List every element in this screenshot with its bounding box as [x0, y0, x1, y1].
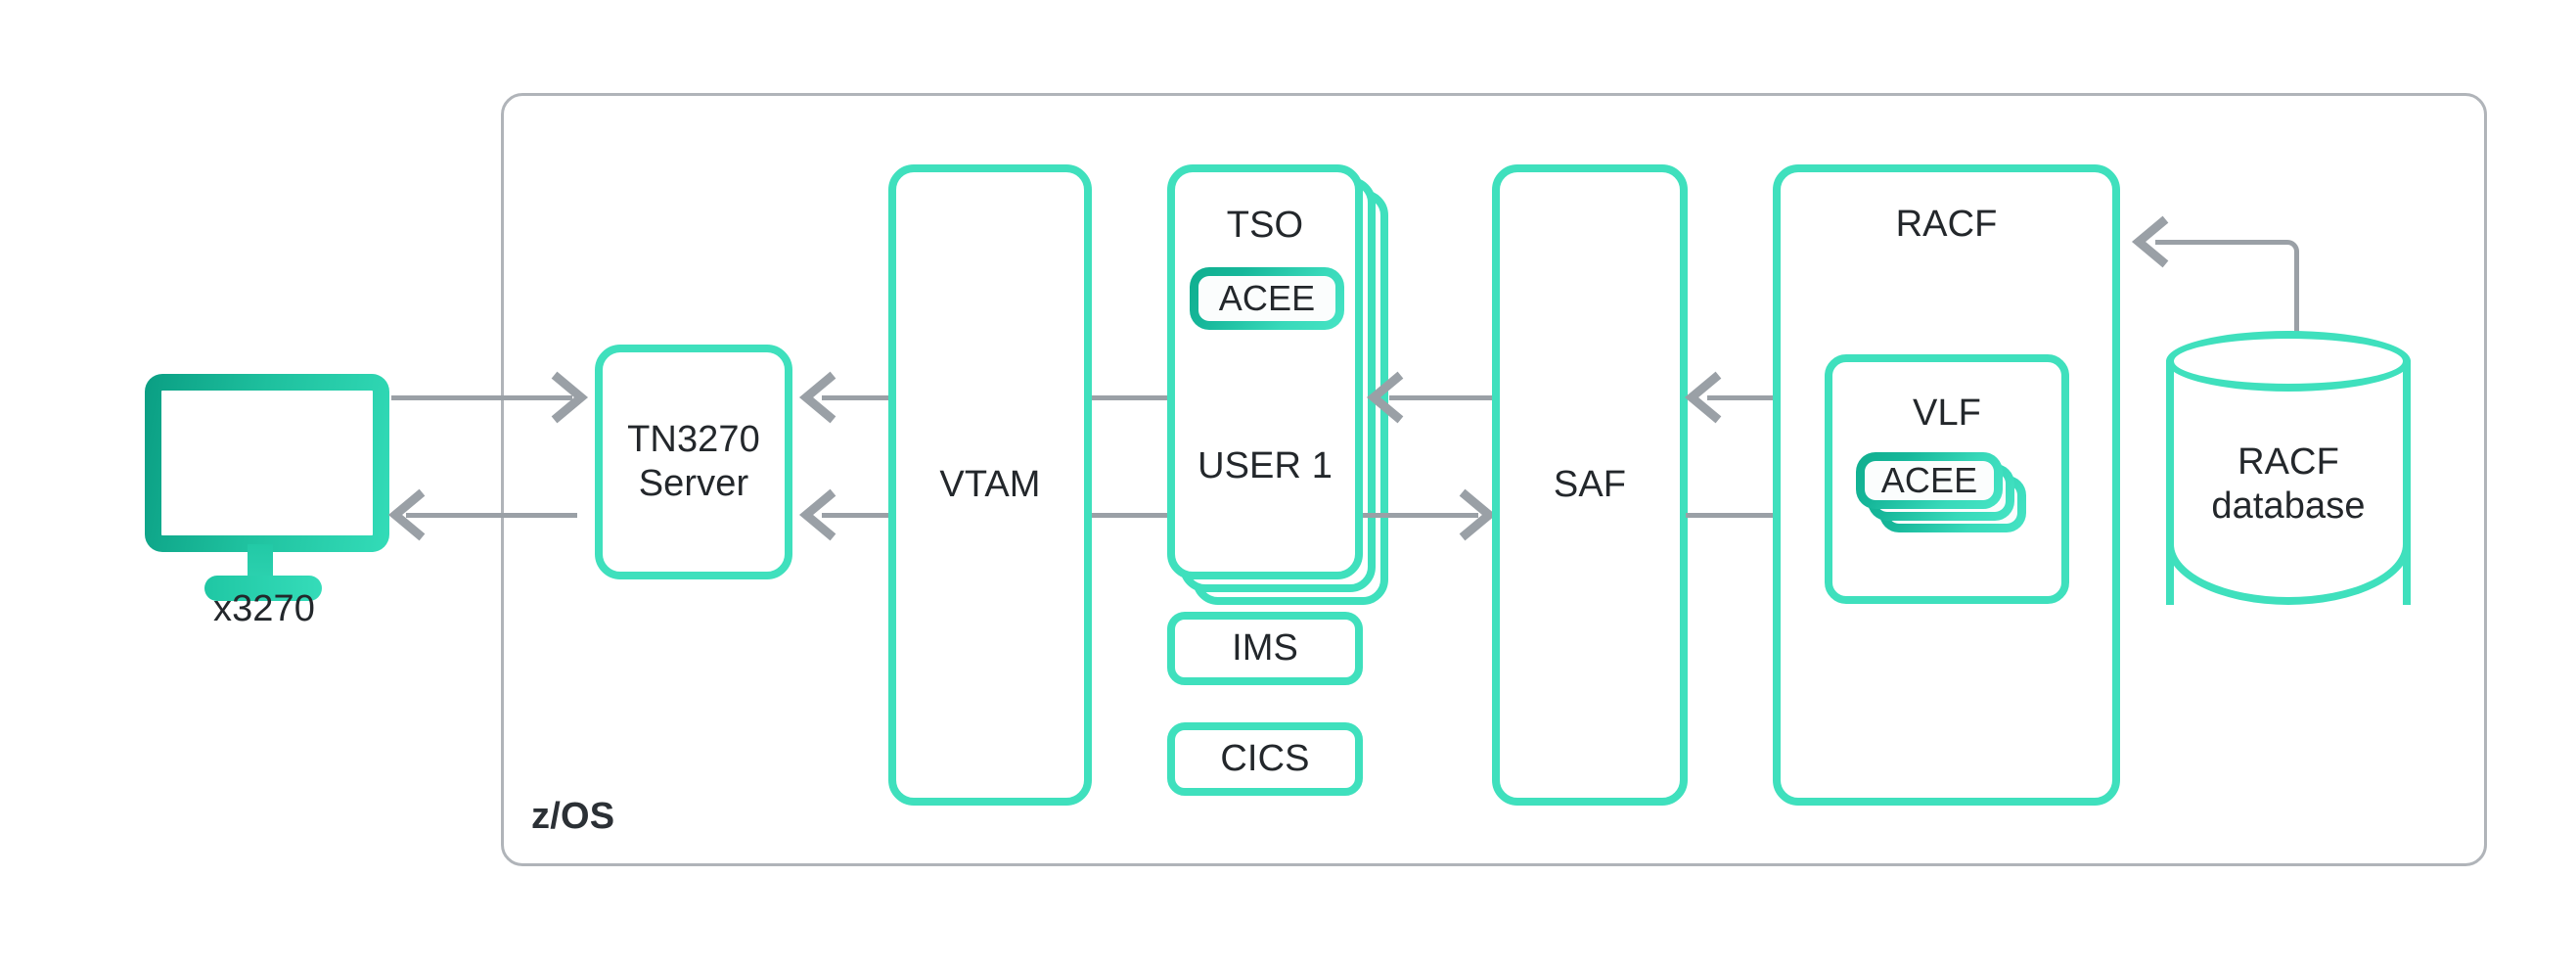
arrow-racfdb-to-racf-head: [2131, 215, 2169, 268]
arrow-saf-to-racf-line: [1686, 513, 1847, 518]
arrow-tn3270-to-client-line: [406, 513, 577, 518]
vlf-box[interactable]: VLF ACEE: [1825, 354, 2069, 604]
vlf-label-wrap: VLF: [1832, 390, 2061, 437]
arrow-racf-to-saf-head: [1684, 371, 1722, 424]
vlf-acee-box[interactable]: ACEE: [1856, 452, 2003, 509]
racf-label-wrap: RACF: [1781, 200, 2112, 249]
vtam-label: VTAM: [939, 464, 1041, 506]
arrow-saf-to-tso-line: [1389, 395, 1495, 400]
cylinder-top-ellipse: [2166, 331, 2411, 392]
arrow-client-to-tn3270-line: [391, 395, 572, 400]
arrow-tn3270-to-client-head: [387, 488, 426, 541]
arrow-tso-to-saf-head: [1459, 488, 1497, 541]
arrow-racfdb-to-racf-elbow: [2278, 240, 2299, 261]
tn3270-server-label: TN3270 Server: [627, 419, 760, 504]
vlf-label: VLF: [1913, 392, 1981, 434]
racf-database-label-wrap: RACF database: [2166, 440, 2411, 529]
tso-user-label-wrap: USER 1: [1175, 444, 1355, 487]
cics-label: CICS: [1220, 738, 1310, 780]
ims-box[interactable]: IMS: [1167, 612, 1363, 685]
racf-label: RACF: [1895, 203, 1998, 245]
racf-database-label: RACF database: [2211, 441, 2366, 527]
vlf-acee-label: ACEE: [1880, 459, 1978, 500]
tso-user-label: USER 1: [1198, 444, 1333, 486]
arrow-tso-to-tn3270-head: [798, 371, 836, 424]
arrow-racfdb-to-racf-line-h: [2155, 240, 2282, 245]
zos-container-label: z/OS: [531, 796, 615, 837]
saf-box[interactable]: SAF: [1492, 164, 1688, 806]
arrow-saf-to-tso-head: [1366, 371, 1404, 424]
arrow-client-to-tn3270-head: [551, 371, 589, 424]
x3270-label: x3270: [117, 587, 411, 631]
racf-database-cylinder[interactable]: RACF database: [2166, 331, 2411, 634]
tso-acee-label: ACEE: [1218, 277, 1316, 318]
tso-acee-box[interactable]: ACEE: [1190, 267, 1344, 330]
tso-label-wrap: TSO: [1175, 204, 1355, 247]
tn3270-server-box[interactable]: TN3270 Server: [595, 345, 792, 579]
racf-box[interactable]: RACF VLF ACEE: [1773, 164, 2120, 806]
vtam-box[interactable]: VTAM: [888, 164, 1092, 806]
tso-label: TSO: [1226, 204, 1304, 246]
monitor-icon: [145, 374, 389, 552]
cics-box[interactable]: CICS: [1167, 722, 1363, 796]
monitor-base-icon: [204, 576, 322, 601]
ims-label: IMS: [1232, 627, 1298, 670]
tso-box[interactable]: TSO ACEE USER 1: [1167, 164, 1363, 579]
saf-label: SAF: [1553, 464, 1627, 506]
arrow-tso-to-tn3270-lower-head: [798, 488, 836, 541]
arrow-racfdb-to-racf-line-v: [2294, 256, 2299, 337]
x3270-label-text: x3270: [212, 588, 316, 629]
arrow-tso-to-saf-line: [1363, 513, 1478, 518]
